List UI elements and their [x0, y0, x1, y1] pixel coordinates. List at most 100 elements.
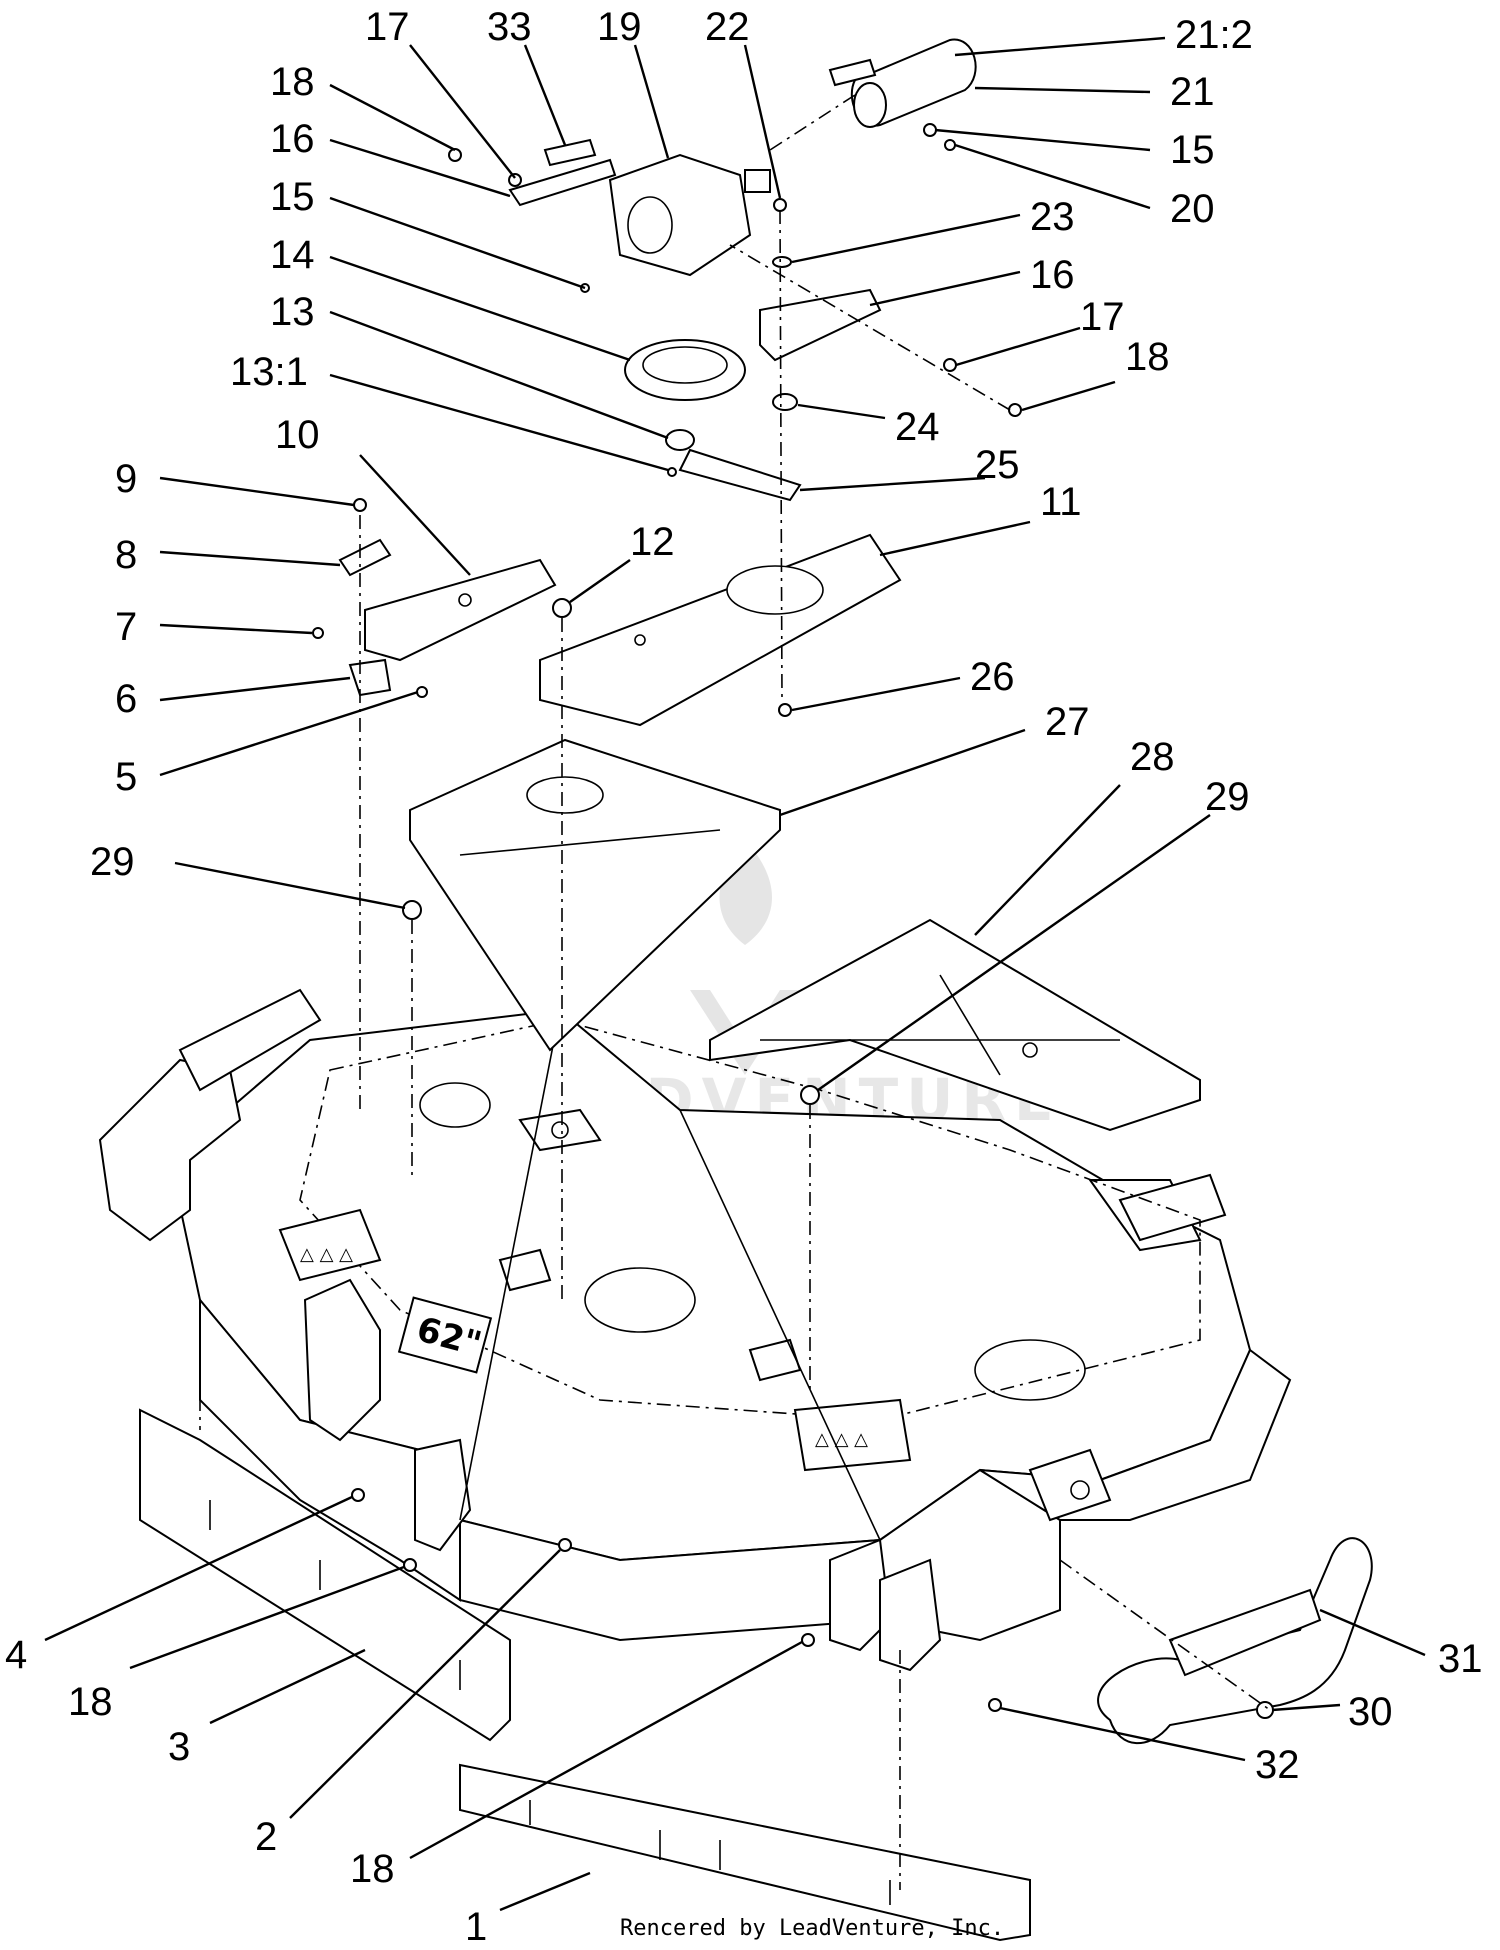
- bolt-18d: [801, 1633, 815, 1647]
- gearbox-shaft: [744, 169, 771, 193]
- align-line-22: [779, 209, 783, 701]
- baffle-front-shape: [459, 1763, 1031, 1942]
- align-line-18b: [729, 244, 1011, 411]
- callout-9: 9: [115, 457, 137, 501]
- callout-21: 21: [1170, 70, 1215, 114]
- leader-9: [159, 476, 355, 507]
- gearbox-mount-plate-hole: [634, 634, 646, 646]
- pulley-groove: [642, 346, 728, 384]
- bolt-32: [988, 1698, 1002, 1712]
- leader-5: [159, 690, 419, 777]
- deck-crease-1: [459, 1009, 561, 1521]
- leader-7: [159, 623, 313, 635]
- leader-18d: [409, 1640, 803, 1860]
- callout-23: 23: [1030, 195, 1075, 239]
- callout-3: 3: [168, 1725, 190, 1769]
- callout-29a: 29: [90, 840, 135, 884]
- bolt-26: [778, 703, 792, 717]
- callout-labels: 17 33 19 22 21:2 18 21 16 15 15 20 14 23…: [5, 5, 1483, 1949]
- bolt-18b: [1008, 403, 1022, 417]
- callout-4: 4: [5, 1633, 27, 1677]
- pulley: [624, 339, 746, 401]
- pulley-assembly: [624, 339, 746, 451]
- bumper-bracket: [1168, 1588, 1322, 1677]
- nut-17b: [943, 358, 957, 372]
- leader-19: [633, 44, 670, 159]
- callout-25: 25: [975, 443, 1020, 487]
- gearbox: [608, 153, 771, 277]
- spindle-opening-left: [419, 1082, 491, 1128]
- leader-4: [44, 1495, 353, 1642]
- nut-17a: [508, 173, 522, 187]
- deck-center-front-tab: [414, 1438, 472, 1552]
- leader-15a: [934, 128, 1151, 152]
- deck-left-front-tab: [303, 1278, 381, 1442]
- warning-decal-right-symbols: △ △ △: [815, 1429, 868, 1450]
- leader-18b: [1021, 380, 1116, 412]
- belt-cover-center-opening: [526, 776, 604, 814]
- align-line-bumper: [1059, 1559, 1271, 1711]
- shield: [364, 558, 557, 662]
- callout-18a: 18: [270, 60, 315, 104]
- spindle-opening-right: [974, 1339, 1086, 1401]
- render-credit: Rencered by LeadVenture, Inc.: [620, 1916, 1004, 1941]
- leader-17b: [955, 326, 1081, 367]
- callout-21-2: 21:2: [1175, 13, 1253, 57]
- bolt-7: [312, 627, 324, 639]
- callout-31: 31: [1438, 1637, 1483, 1681]
- latch-handle: [338, 538, 392, 577]
- callout-11: 11: [1040, 480, 1082, 524]
- nut-29a: [402, 900, 422, 920]
- deck-size-decal: 62": [397, 1296, 493, 1374]
- nut-29b: [800, 1085, 820, 1105]
- callout-10: 10: [275, 413, 320, 457]
- leader-22: [743, 44, 782, 199]
- callout-2: 2: [255, 1815, 277, 1859]
- deck-rear-left-plate: [178, 988, 322, 1092]
- deck-right-front-tab-b: [879, 1558, 942, 1672]
- leader-11: [879, 520, 1031, 557]
- leader-23: [791, 213, 1021, 264]
- mower-deck: △ △ △ △ △ △ 62": [98, 988, 1292, 1672]
- leader-30: [1271, 1703, 1341, 1712]
- warning-decal-left: [278, 1208, 382, 1282]
- leader-28: [974, 784, 1121, 936]
- baffle-left-shape: [139, 1408, 511, 1742]
- belt-cover-right-hole: [1022, 1042, 1038, 1058]
- callout-18c: 18: [68, 1680, 113, 1724]
- callout-33: 33: [487, 5, 532, 49]
- callout-15a: 15: [1170, 128, 1215, 172]
- bolt-4: [351, 1488, 365, 1502]
- bolt-18a: [448, 148, 462, 162]
- callout-13: 13: [270, 290, 315, 334]
- align-line-21: [769, 94, 856, 151]
- baffle-front: [459, 1763, 1031, 1942]
- callout-5: 5: [115, 755, 137, 799]
- front-bumper: [1097, 1537, 1373, 1745]
- leader-1: [499, 1871, 591, 1912]
- leader-18c: [129, 1565, 405, 1670]
- strap: [678, 448, 802, 502]
- gearbox-mount-plate-shape: [539, 533, 902, 727]
- callout-16a: 16: [270, 117, 315, 161]
- callout-7: 7: [115, 605, 137, 649]
- leader-10: [359, 454, 471, 576]
- bolt-18c: [403, 1558, 417, 1572]
- belt-cover-right-crease-2: [939, 974, 1001, 1076]
- deck-crease-2: [679, 1109, 881, 1541]
- nut-12: [552, 598, 572, 618]
- leader-lines: [44, 36, 1426, 1912]
- leader-8: [159, 550, 341, 567]
- leader-26: [791, 676, 961, 712]
- deck-rear-right-plate: [1118, 1173, 1227, 1242]
- nut-15a: [923, 123, 937, 137]
- callout-26: 26: [970, 655, 1015, 699]
- callout-17b: 17: [1080, 295, 1125, 339]
- gearbox-port: [627, 196, 673, 254]
- callout-1: 1: [465, 1905, 487, 1949]
- leader-16b: [869, 270, 1021, 307]
- callout-19: 19: [597, 5, 642, 49]
- baffle-left: [139, 1408, 511, 1742]
- side-decal: [1028, 1448, 1112, 1522]
